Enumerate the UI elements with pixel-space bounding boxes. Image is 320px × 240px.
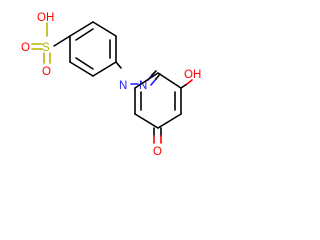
- azo-n1-label: N: [119, 80, 127, 92]
- ring-a-bond-5: [69, 61, 94, 77]
- ketone-group: O: [153, 127, 162, 158]
- n-c-double-bond-2-carbon: [155, 73, 161, 80]
- ring-oh-label: OH: [184, 69, 201, 81]
- hydrazone-linkage: N N: [115, 61, 161, 92]
- cyclohexadienone-ring: [134, 72, 182, 129]
- ring-b-bond-6: [134, 72, 159, 89]
- ring-b-bond-4: [134, 113, 159, 129]
- ring-b-bond-3: [157, 113, 182, 129]
- sulfonic-acid-group: OH S O O: [21, 12, 71, 78]
- ketone-o-label: O: [153, 146, 162, 158]
- sulfonyl-oh-label: OH: [37, 12, 54, 24]
- sulfonyl-o-top-label: O: [21, 42, 30, 54]
- azo-n2-label: N: [139, 80, 147, 92]
- ring-hydroxyl-group: OH: [180, 69, 201, 89]
- n-c-double-bond-1-carbon: [151, 70, 157, 76]
- c-oh-bond-oxygen: [186, 79, 193, 85]
- n-c-double-bond-2: [150, 78, 157, 86]
- ring-b-bond-1: [157, 72, 182, 89]
- ring-a-double-3: [75, 57, 94, 70]
- benzene-ring: [69, 21, 117, 77]
- c-s-bond: [53, 35, 71, 47]
- sulfonyl-o-bottom-label: O: [42, 66, 51, 78]
- ring-a-double-1: [75, 28, 94, 41]
- c-n-bond: [115, 61, 122, 69]
- molecule-drawing: OH S O O N N OH O: [21, 12, 201, 158]
- c-oh-bond-carbon: [180, 83, 188, 89]
- sulfur-label: S: [42, 42, 50, 54]
- chemical-structure-diagram: OH S O O N N OH O: [21, 12, 201, 158]
- ring-a-bond-1: [69, 21, 94, 37]
- ring-a-bond-2: [92, 21, 117, 37]
- ring-a-bond-4: [92, 61, 117, 77]
